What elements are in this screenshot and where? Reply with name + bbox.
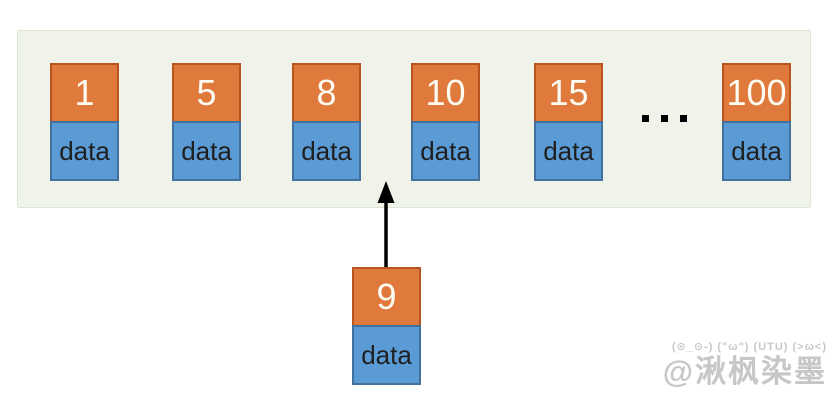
node-key-value: 1: [50, 63, 119, 121]
array-node: 15 data: [534, 63, 603, 181]
node-key-value: 5: [172, 63, 241, 121]
watermark-kaomoji: (⊙_⊙-) ("ω") (UTU) (>ω<): [671, 341, 827, 353]
node-key-value: 9: [352, 267, 421, 325]
array-node: 1 data: [50, 63, 119, 181]
insert-arrow-icon: [377, 181, 395, 268]
node-data-label: data: [172, 121, 241, 181]
array-node: 5 data: [172, 63, 241, 181]
node-data-label: data: [50, 121, 119, 181]
array-node: 100 data: [722, 63, 791, 181]
node-key-value: 100: [722, 63, 791, 121]
node-data-label: data: [534, 121, 603, 181]
watermark-signature: @湫枫染墨: [662, 354, 827, 389]
insert-node: 9 data: [352, 267, 421, 385]
node-data-label: data: [411, 121, 480, 181]
node-data-label: data: [352, 325, 421, 385]
node-key-value: 10: [411, 63, 480, 121]
ellipsis-dot: [661, 115, 668, 122]
array-node: 8 data: [292, 63, 361, 181]
node-key-value: 15: [534, 63, 603, 121]
node-data-label: data: [722, 121, 791, 181]
ellipsis-dot: [642, 115, 649, 122]
node-data-label: data: [292, 121, 361, 181]
watermark: (⊙_⊙-) ("ω") (UTU) (>ω<) @湫枫染墨: [663, 340, 827, 389]
node-key-value: 8: [292, 63, 361, 121]
ellipsis-dot: [680, 115, 687, 122]
ellipsis: [642, 115, 687, 122]
sorted-array-panel: 1 data 5 data 8 data 10 data 15 data 100…: [17, 30, 811, 208]
array-node: 10 data: [411, 63, 480, 181]
